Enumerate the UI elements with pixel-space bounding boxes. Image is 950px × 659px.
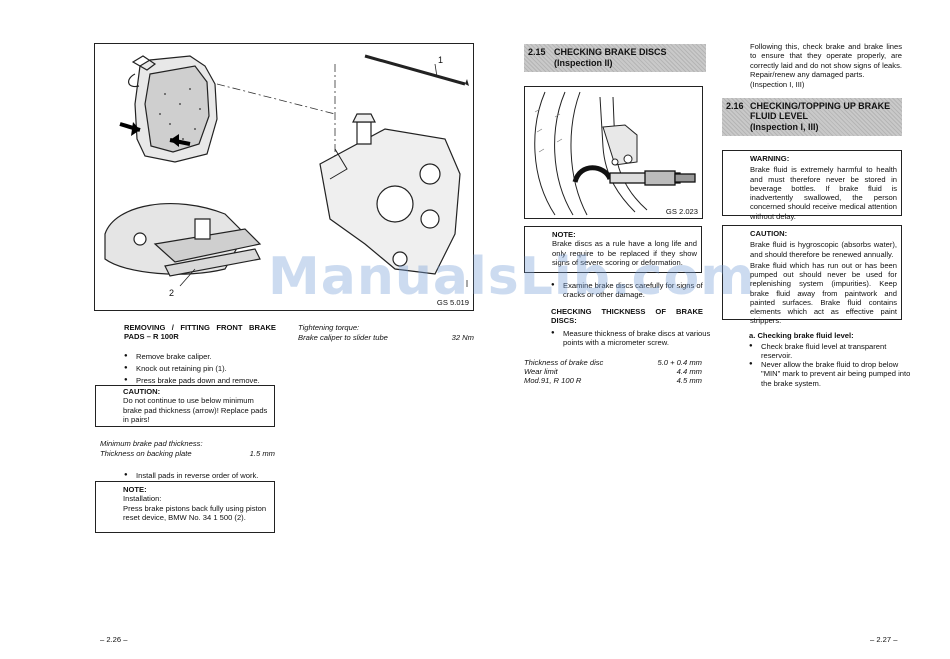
min-value: 1.5 mm bbox=[249, 449, 275, 458]
spec-label-3: Mod.91, R 100 R bbox=[524, 376, 582, 385]
examine-step: Examine brake discs carefully for signs … bbox=[551, 281, 715, 300]
micrometer-illustration bbox=[534, 91, 696, 216]
fluid-title: a. Checking brake fluid level: bbox=[749, 331, 854, 340]
step-3: Press brake pads down and remove. bbox=[124, 376, 286, 385]
brake-disc-figure: GS 2.023 bbox=[524, 86, 703, 219]
callout-1: 1 bbox=[438, 55, 444, 65]
spec-value-1: 5.0 + 0.4 mm bbox=[657, 358, 702, 367]
caution-text-2: Brake fluid which has run out or has bee… bbox=[750, 260, 897, 326]
brake-pad-figure: 1 2 GS 5.019 bbox=[94, 43, 474, 311]
spec-row-1: Thickness of brake disc 5.0 + 0.4 mm bbox=[524, 358, 702, 367]
top-inspection: (Inspection I, III) bbox=[750, 80, 805, 89]
thickness-step: Measure thickness of brake discs at vari… bbox=[551, 329, 715, 348]
section-2-15-header: 2.15 CHECKING BRAKE DISCS (Inspection II… bbox=[524, 44, 706, 72]
spec-row-2: Wear limit 4.4 mm bbox=[524, 367, 702, 376]
callout-2: 2 bbox=[169, 288, 175, 298]
figure-caption: GS 5.019 bbox=[436, 297, 469, 307]
step-2: Knock out retaining pin (1). bbox=[124, 364, 286, 373]
note-title-right: NOTE: bbox=[552, 230, 576, 239]
section-2-16-number: 2.16 bbox=[726, 101, 744, 111]
torque-title: Tightening torque: bbox=[298, 323, 360, 332]
min-item: Thickness on backing plate bbox=[100, 449, 192, 458]
note-box-right: NOTE: Brake discs as a rule have a long … bbox=[524, 226, 702, 273]
note-box: NOTE: Installation: Press brake pistons … bbox=[95, 481, 275, 533]
caution-title: CAUTION: bbox=[123, 387, 161, 396]
caution-box-right: CAUTION: Brake fluid is hygroscopic (abs… bbox=[722, 225, 902, 325]
spec-label-1: Thickness of brake disc bbox=[524, 358, 604, 367]
min-title: Minimum brake pad thickness: bbox=[100, 439, 203, 448]
note-line-1: Installation: bbox=[123, 494, 162, 504]
note-text-right: Brake discs as a rule have a long life a… bbox=[552, 239, 697, 267]
spec-row-3: Mod.91, R 100 R 4.5 mm bbox=[524, 376, 702, 385]
warning-box: WARNING: Brake fluid is extremely harmfu… bbox=[722, 150, 902, 221]
install-step: Install pads in reverse order of work. bbox=[124, 471, 286, 480]
section-2-16-title: CHECKING/TOPPING UP BRAKE FLUID LEVEL bbox=[750, 101, 891, 122]
top-text: Following this, check brake and brake li… bbox=[750, 42, 902, 79]
thickness-title: CHECKING THICKNESS OF BRAKE DISCS: bbox=[551, 307, 703, 326]
watermark: ManualsLib.com bbox=[268, 247, 756, 307]
caution-text: Do not continue to use below minimum bra… bbox=[123, 396, 268, 424]
caution-box: CAUTION: Do not continue to use below mi… bbox=[95, 385, 275, 427]
figure-caption-right: GS 2.023 bbox=[665, 206, 698, 216]
fluid-step-1: Check brake fluid level at transparent r… bbox=[749, 342, 914, 361]
page-number-left: – 2.26 – bbox=[100, 635, 128, 644]
page-number-right: – 2.27 – bbox=[870, 635, 898, 644]
spec-label-2: Wear limit bbox=[524, 367, 558, 376]
note-title: NOTE: bbox=[123, 485, 147, 494]
section-2-16-header: 2.16 CHECKING/TOPPING UP BRAKE FLUID LEV… bbox=[722, 98, 902, 136]
spec-value-3: 4.5 mm bbox=[676, 376, 702, 385]
brake-caliper-illustration bbox=[104, 54, 469, 287]
warning-title: WARNING: bbox=[750, 154, 790, 163]
min-row: Thickness on backing plate 1.5 mm bbox=[100, 449, 275, 458]
warning-text: Brake fluid is extremely harmful to heal… bbox=[750, 165, 897, 221]
step-1: Remove brake caliper. bbox=[124, 352, 286, 361]
torque-row: Brake caliper to slider tube 32 Nm bbox=[298, 333, 474, 342]
fluid-step-2: Never allow the brake fluid to drop belo… bbox=[749, 360, 914, 388]
section-2-16-sub: (Inspection I, III) bbox=[750, 122, 819, 132]
section-2-15-sub: (Inspection II) bbox=[554, 58, 613, 68]
section-2-15-number: 2.15 bbox=[528, 47, 546, 57]
section-title: REMOVING / FITTING FRONT BRAKE PADS – R … bbox=[124, 323, 276, 342]
torque-item: Brake caliper to slider tube bbox=[298, 333, 388, 342]
spec-value-2: 4.4 mm bbox=[676, 367, 702, 376]
caution-text-1: Brake fluid is hygroscopic (absorbs wate… bbox=[750, 240, 897, 259]
torque-value: 32 Nm bbox=[451, 333, 474, 342]
caution-title-right: CAUTION: bbox=[750, 229, 788, 238]
section-2-15-title: CHECKING BRAKE DISCS bbox=[554, 47, 667, 57]
note-line-2: Press brake pistons back fully using pis… bbox=[123, 503, 267, 522]
